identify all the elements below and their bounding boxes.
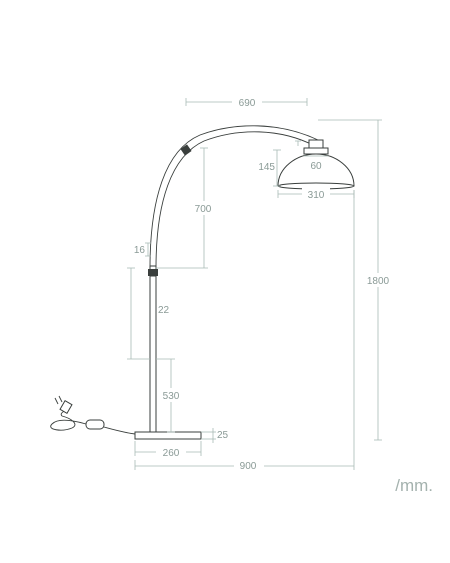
dim-mid-section: 22: [127, 267, 170, 360]
dim-arc-joint: 16: [134, 242, 151, 257]
power-cable: [99, 425, 136, 435]
dim-arc-height: 700: [155, 147, 218, 269]
dim-base-width-label: 260: [163, 448, 180, 459]
arc-floor-lamp: [50, 125, 355, 440]
dim-arm-reach-label: 690: [239, 98, 256, 109]
dim-total-width-label: 900: [240, 461, 257, 472]
dim-total-width: 900: [134, 190, 355, 472]
dim-arm-reach: 690: [185, 95, 308, 109]
dim-lower-pole: 530: [156, 358, 185, 433]
plug-pin-a: [54, 397, 59, 405]
dim-base-height-label: 25: [217, 430, 229, 441]
unit-label: /mm.: [395, 476, 433, 495]
dim-shade-width: 310: [277, 188, 355, 201]
dim-shade-top: 60: [295, 140, 328, 172]
pole-collar: [148, 269, 158, 276]
dim-base-width: 260: [134, 441, 202, 459]
dim-shade-width-label: 310: [308, 190, 325, 201]
lamp-shade: [277, 153, 355, 187]
plug-pin-b: [58, 395, 63, 403]
lamp-base: [134, 431, 202, 440]
dim-lower-pole-label: 530: [163, 391, 180, 402]
power-cable-coil: [50, 415, 87, 431]
dim-shade-height: 145: [258, 149, 281, 187]
shade-cap: [303, 147, 329, 155]
power-plug: [59, 399, 73, 415]
arc-joint-collar: [180, 144, 192, 156]
dim-base-height: 25: [201, 428, 229, 443]
dim-arc-height-label: 700: [195, 204, 212, 215]
dim-mid-section-label: 22: [158, 305, 170, 316]
dim-total-height-label: 1800: [367, 276, 390, 287]
dim-total-height: 1800: [318, 119, 394, 441]
foot-switch: [85, 419, 105, 430]
pole-lower: [149, 275, 157, 433]
dimension-lines: 690 145 60 310: [127, 95, 394, 472]
dim-shade-height-label: 145: [258, 162, 275, 173]
lamp-arc-outer: [149, 125, 319, 269]
lamp-arc-inner: [155, 131, 316, 269]
dim-shade-top-label: 60: [310, 161, 322, 172]
dim-arc-joint-label: 16: [134, 245, 146, 256]
shade-socket: [308, 139, 324, 149]
